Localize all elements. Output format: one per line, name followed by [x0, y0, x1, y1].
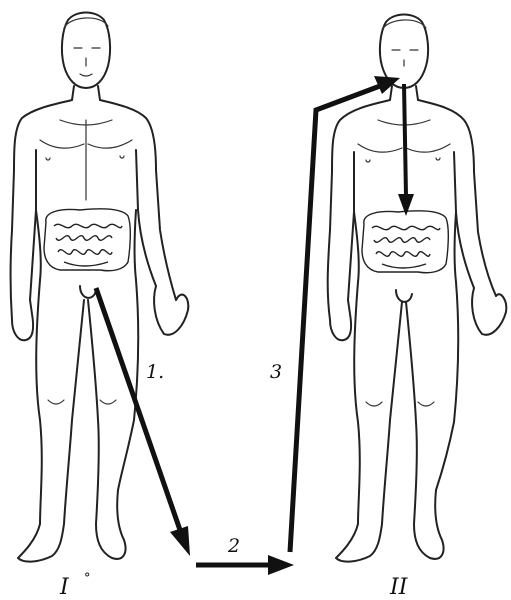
arrow-step-3	[290, 76, 400, 552]
figure-1-mark: °	[84, 571, 91, 586]
step-3-label: 3	[270, 361, 282, 383]
arrow-step-2	[196, 555, 294, 575]
step-2-label: 2	[227, 535, 240, 557]
step-1-label: 1.	[146, 361, 164, 383]
intestines-left	[44, 209, 130, 271]
intestines-right	[362, 211, 448, 273]
figure-1-label: I	[59, 575, 70, 600]
arrow-step-1	[96, 288, 190, 556]
figure-2-label: II	[389, 575, 409, 600]
